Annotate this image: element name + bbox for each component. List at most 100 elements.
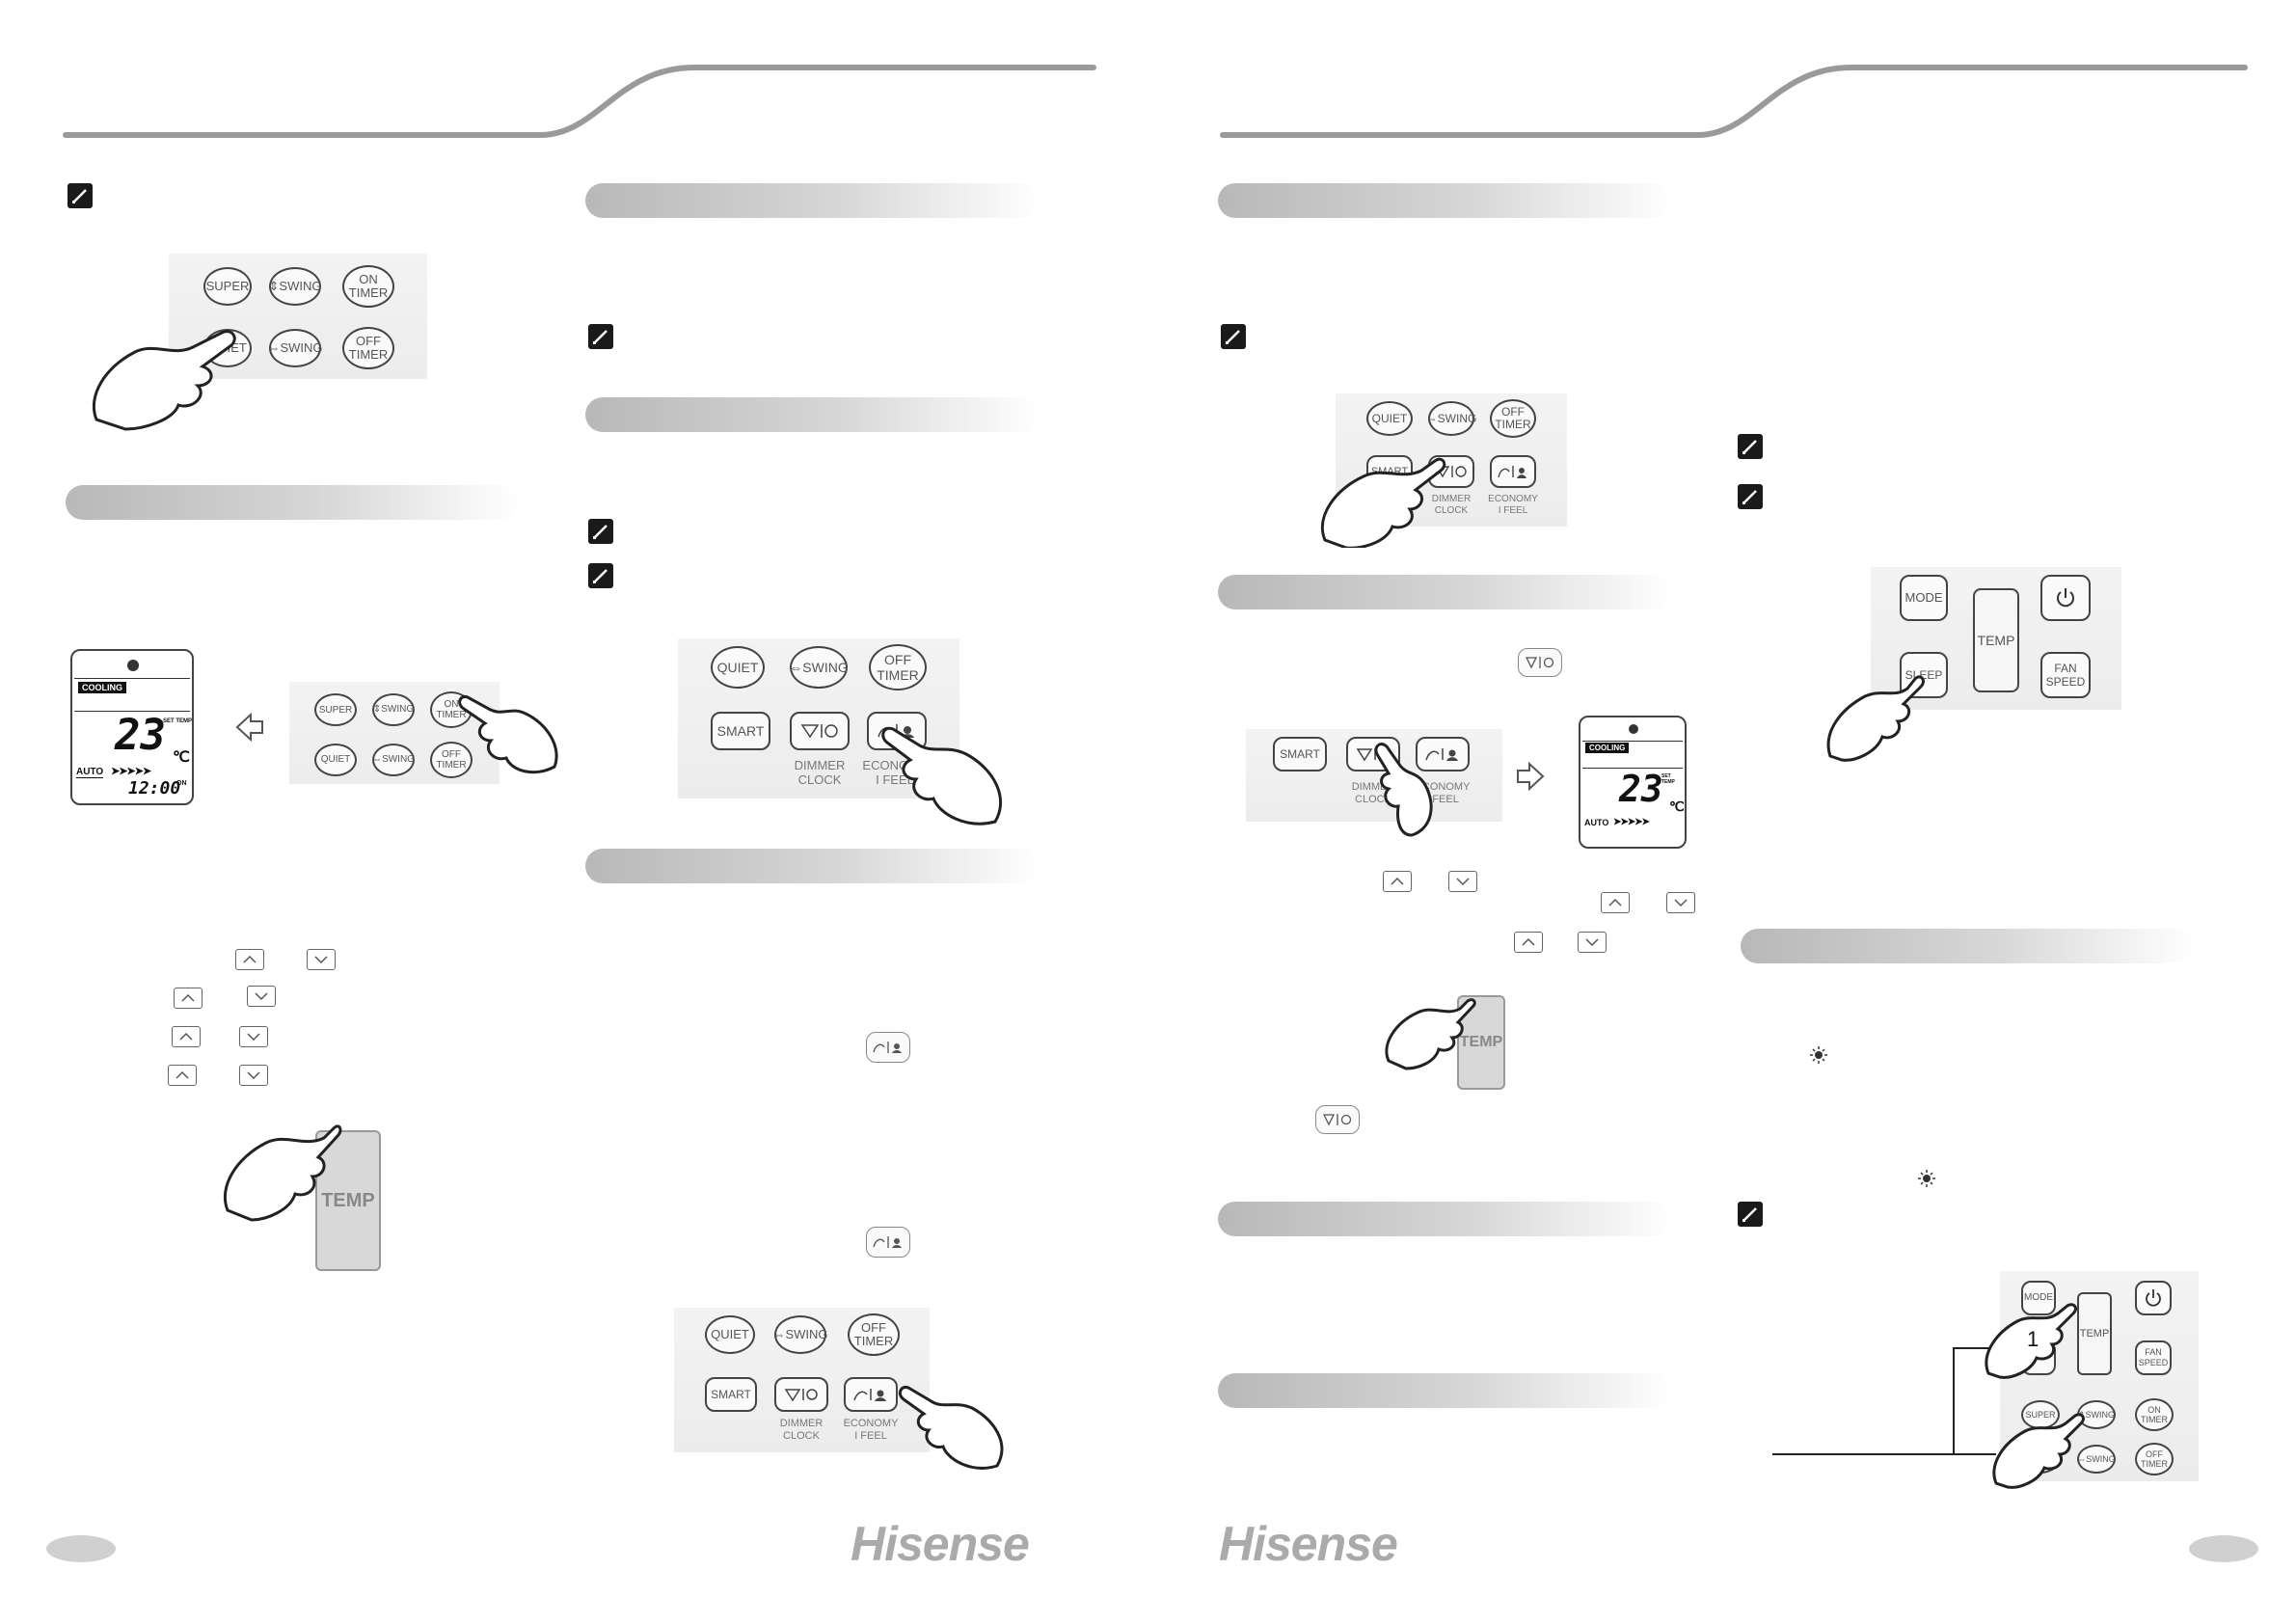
mode-button[interactable]: MODE (2021, 1281, 2056, 1315)
economy-ifeel-button[interactable] (1490, 455, 1536, 488)
callout-lines (1772, 1347, 1996, 1455)
section-header-bar (585, 849, 1039, 883)
dimmer-clock-icon (800, 724, 838, 739)
mode-button[interactable]: MODE (1900, 575, 1948, 621)
economy-ifeel-key-icon (866, 1227, 910, 1258)
fan-speed-indicator: AUTO (1584, 818, 1609, 827)
off-timer-button[interactable]: OFF TIMER (430, 742, 473, 778)
off-timer-button[interactable]: OFF TIMER (342, 327, 394, 369)
sun-icon (1810, 1046, 1827, 1064)
economy-ifeel-icon (853, 1389, 886, 1401)
temp-label: TEMP (2079, 1328, 2110, 1340)
pointing-hand-icon (458, 694, 558, 774)
pointing-hand-icon (1826, 675, 1925, 762)
off-timer-button[interactable]: OFF TIMER (2135, 1443, 2174, 1475)
on-timer-button[interactable]: ON TIMER (342, 265, 394, 308)
swing-horizontal-button[interactable]: ⇔SWING (2077, 1445, 2116, 1474)
temp-label: TEMP (321, 1189, 375, 1211)
fan-chevrons: ➤➤➤➤➤ (1613, 817, 1650, 827)
economy-ifeel-button[interactable] (844, 1377, 898, 1412)
dimmer-clock-button[interactable] (774, 1377, 828, 1412)
smart-button[interactable]: SMART (711, 712, 770, 750)
temp-up-key-icon (172, 1026, 201, 1047)
note-icon (588, 324, 613, 349)
off-timer-button[interactable]: OFF TIMER (1490, 399, 1536, 438)
note-icon (588, 519, 613, 544)
right-page-header-line (1220, 65, 2248, 138)
temp-down-key-icon (1448, 871, 1477, 892)
remote-lcd-display: COOLING 23 SET TEMP ℃ AUTO ➤➤➤➤➤ (1579, 716, 1687, 849)
dimmer-clock-label: DIMMER CLOCK (794, 758, 846, 787)
temp-up-key-icon (168, 1065, 197, 1086)
swing-horizontal-button[interactable]: ⇔SWING (372, 744, 415, 776)
remote-panel-sleep: MODE SLEEP TEMP FAN SPEED (1871, 567, 2121, 710)
economy-ifeel-label: ECONOMY I FEEL (843, 1418, 899, 1442)
section-header-bar (585, 397, 1039, 432)
economy-ifeel-button[interactable] (1416, 737, 1470, 771)
quiet-button[interactable]: QUIET (1366, 401, 1413, 436)
note-icon (1221, 324, 1246, 349)
dimmer-clock-key-icon (1315, 1105, 1360, 1134)
temp-up-key-icon (1601, 892, 1630, 913)
swing-vertical-button[interactable]: ⇕SWING (372, 693, 415, 726)
swing-horizontal-button[interactable]: ⇔SWING (772, 1315, 828, 1354)
dimmer-clock-key-icon (1518, 648, 1562, 677)
off-timer-button[interactable]: OFF TIMER (869, 644, 927, 690)
timer-tag: ON (176, 780, 187, 787)
smart-button[interactable]: SMART (1273, 737, 1327, 771)
temperature-readout: 23 (1619, 768, 1663, 810)
remote-panel-quiet: SUPER ⇕SWING ON TIMER QUIET ⇔SWING OFF T… (169, 254, 427, 379)
remote-panel-economy-small: QUIET ⇔SWING OFF TIMER SMART DIMMER CLOC… (674, 1308, 930, 1452)
swing-vertical-button[interactable]: ⇕SWING (269, 267, 321, 306)
temp-rocker-button[interactable]: TEMP (1973, 588, 2019, 692)
super-button[interactable]: SUPER (314, 693, 357, 726)
fan-speed-button[interactable]: FAN SPEED (2135, 1340, 2172, 1375)
super-button[interactable]: SUPER (203, 267, 252, 306)
fan-icon (1629, 724, 1638, 734)
economy-ifeel-icon (1498, 466, 1526, 478)
temp-down-key-icon (247, 986, 276, 1007)
section-header-bar (1218, 183, 1671, 218)
pointing-hand-icon (1385, 998, 1476, 1070)
power-button[interactable] (2135, 1281, 2172, 1315)
unit-label: ℃ (173, 749, 190, 766)
quiet-button[interactable]: QUIET (711, 646, 765, 689)
pointing-hand-icon (1320, 457, 1446, 548)
temp-down-key-icon (239, 1065, 268, 1086)
dimmer-clock-button[interactable] (790, 712, 850, 750)
quiet-button[interactable]: QUIET (705, 1315, 755, 1354)
on-timer-button[interactable]: ON TIMER (2135, 1398, 2174, 1431)
power-button[interactable] (2040, 575, 2091, 621)
off-timer-button[interactable]: OFF TIMER (848, 1313, 900, 1356)
remote-lcd-display: COOLING 23 SET TEMP ℃ AUTO ➤➤➤➤➤ 12:00 O… (70, 649, 194, 805)
section-header-bar (1218, 1202, 1671, 1236)
temp-label: TEMP (1459, 1034, 1503, 1050)
step-callout-number: 1 (2027, 1327, 2039, 1351)
economy-ifeel-key-icon (866, 1032, 910, 1063)
section-header-bar (66, 485, 519, 520)
swing-horizontal-button[interactable]: ⇔SWING (789, 646, 849, 689)
section-header-bar (1218, 1373, 1671, 1408)
pointing-hand-icon (1985, 1303, 2077, 1379)
quiet-button[interactable]: QUIET (314, 744, 357, 776)
temp-rocker-button[interactable]: TEMP (315, 1130, 381, 1271)
fan-icon (127, 660, 139, 671)
note-icon (588, 563, 613, 588)
section-header-bar (585, 183, 1039, 218)
dimmer-clock-label: DIMMER CLOCK (779, 1418, 824, 1442)
temp-rocker-button[interactable]: TEMP (2077, 1292, 2112, 1375)
swing-horizontal-button[interactable]: ⇔SWING (1426, 401, 1476, 436)
set-temp-label: SET TEMP (1661, 773, 1675, 785)
swing-horizontal-button[interactable]: ⇔SWING (267, 329, 323, 367)
note-icon (1738, 1202, 1763, 1227)
temp-down-key-icon (1578, 932, 1607, 953)
dimmer-clock-label: DIMMER CLOCK (1431, 494, 1472, 516)
hisense-logo: Hisense (1219, 1517, 1398, 1571)
smart-button[interactable]: SMART (705, 1377, 757, 1412)
pointing-hand-icon (881, 726, 1002, 826)
fan-speed-indicator: AUTO (76, 767, 104, 778)
power-icon (2057, 588, 2074, 608)
fan-speed-button[interactable]: FAN SPEED (2040, 652, 2091, 698)
pointing-hand-icon (1992, 1413, 2085, 1489)
economy-ifeel-label: ECONOMY I FEEL (1488, 494, 1538, 516)
